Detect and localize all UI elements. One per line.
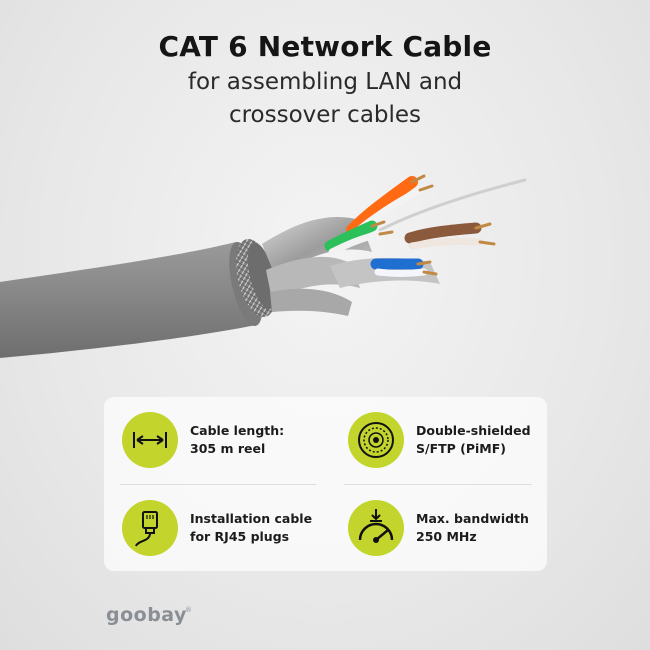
feature-line-2: 305 m reel <box>190 441 266 456</box>
logo-text: goobay <box>106 604 187 626</box>
feature-installation: Installation cable for RJ45 plugs <box>122 500 342 580</box>
feature-cable-length: Cable length: 305 m reel <box>122 412 342 492</box>
cable-illustration <box>0 174 527 358</box>
feature-text: Installation cable for RJ45 plugs <box>190 510 340 546</box>
features-panel: Cable length: 305 m reel Double-shielded… <box>104 397 547 571</box>
feature-text: Cable length: 305 m reel <box>190 422 340 458</box>
bandwidth-gauge-icon <box>348 500 404 556</box>
feature-line-2: 250 MHz <box>416 529 477 544</box>
page-title: CAT 6 Network Cable <box>158 30 492 63</box>
feature-line-2: S/FTP (PiMF) <box>416 441 506 456</box>
feature-line-1: Max. bandwidth <box>416 511 529 526</box>
feature-line-1: Installation cable <box>190 511 313 526</box>
orange-pair <box>346 176 418 236</box>
rj45-plug-icon <box>122 500 178 556</box>
green-pair <box>324 220 378 252</box>
subtitle-line-2: crossover cables <box>228 102 422 128</box>
drain-wire <box>378 178 527 232</box>
length-arrows-icon <box>122 412 178 468</box>
feature-line-1: Cable length: <box>190 423 285 438</box>
feature-shielding: Double-shielded S/FTP (PiMF) <box>348 412 568 492</box>
cable-jacket <box>0 242 256 358</box>
feature-line-2: for RJ45 plugs <box>190 529 290 544</box>
divider-left <box>120 484 316 485</box>
feature-bandwidth: Max. bandwidth 250 MHz <box>348 500 568 580</box>
feature-text: Max. bandwidth 250 MHz <box>416 510 566 546</box>
shield-braid-icon <box>348 412 404 468</box>
logo-registered-mark: ® <box>185 606 192 614</box>
feature-line-1: Double-shielded <box>416 423 531 438</box>
page-subtitle: for assembling LAN and crossover cables <box>0 66 650 132</box>
subtitle-line-1: for assembling LAN and <box>187 69 463 95</box>
brown-pair <box>404 222 482 244</box>
feature-text: Double-shielded S/FTP (PiMF) <box>416 422 566 458</box>
divider-right <box>344 484 532 485</box>
